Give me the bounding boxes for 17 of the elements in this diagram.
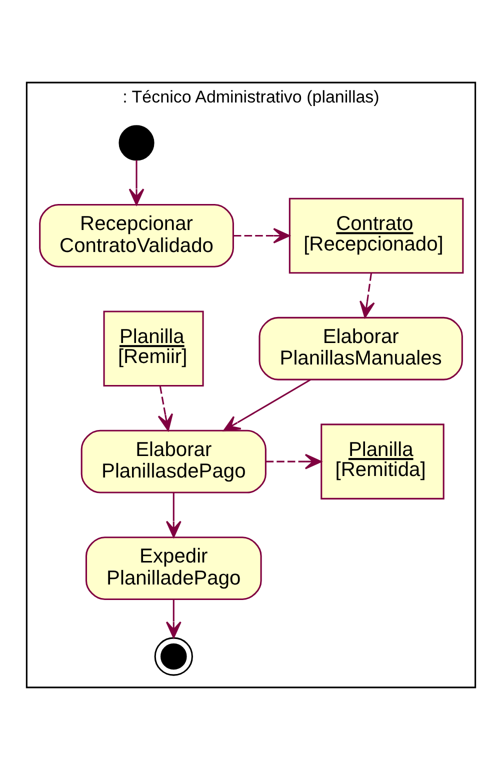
arrow [266, 453, 322, 469]
node-box: Elaborar PlanillasManuales [258, 316, 463, 380]
node-box: Planilla [Remiir] [103, 310, 204, 386]
node-box: Expedir PlanilladePago [85, 536, 262, 600]
arrow [166, 492, 182, 538]
arrow [233, 227, 290, 243]
node-circle [118, 124, 154, 160]
node-box: Elaborar PlanillasdePago [80, 429, 266, 493]
node-box: Planilla [Remitida] [320, 423, 444, 499]
node-box: Contrato [Recepcionado] [288, 197, 464, 274]
arrow [166, 599, 182, 638]
node-box: Recepcionar ContratoValidado [39, 204, 234, 267]
arrow [360, 272, 375, 318]
arrow [158, 386, 174, 430]
arrow [128, 160, 144, 205]
node-circle [154, 636, 193, 676]
arrow [223, 378, 312, 431]
